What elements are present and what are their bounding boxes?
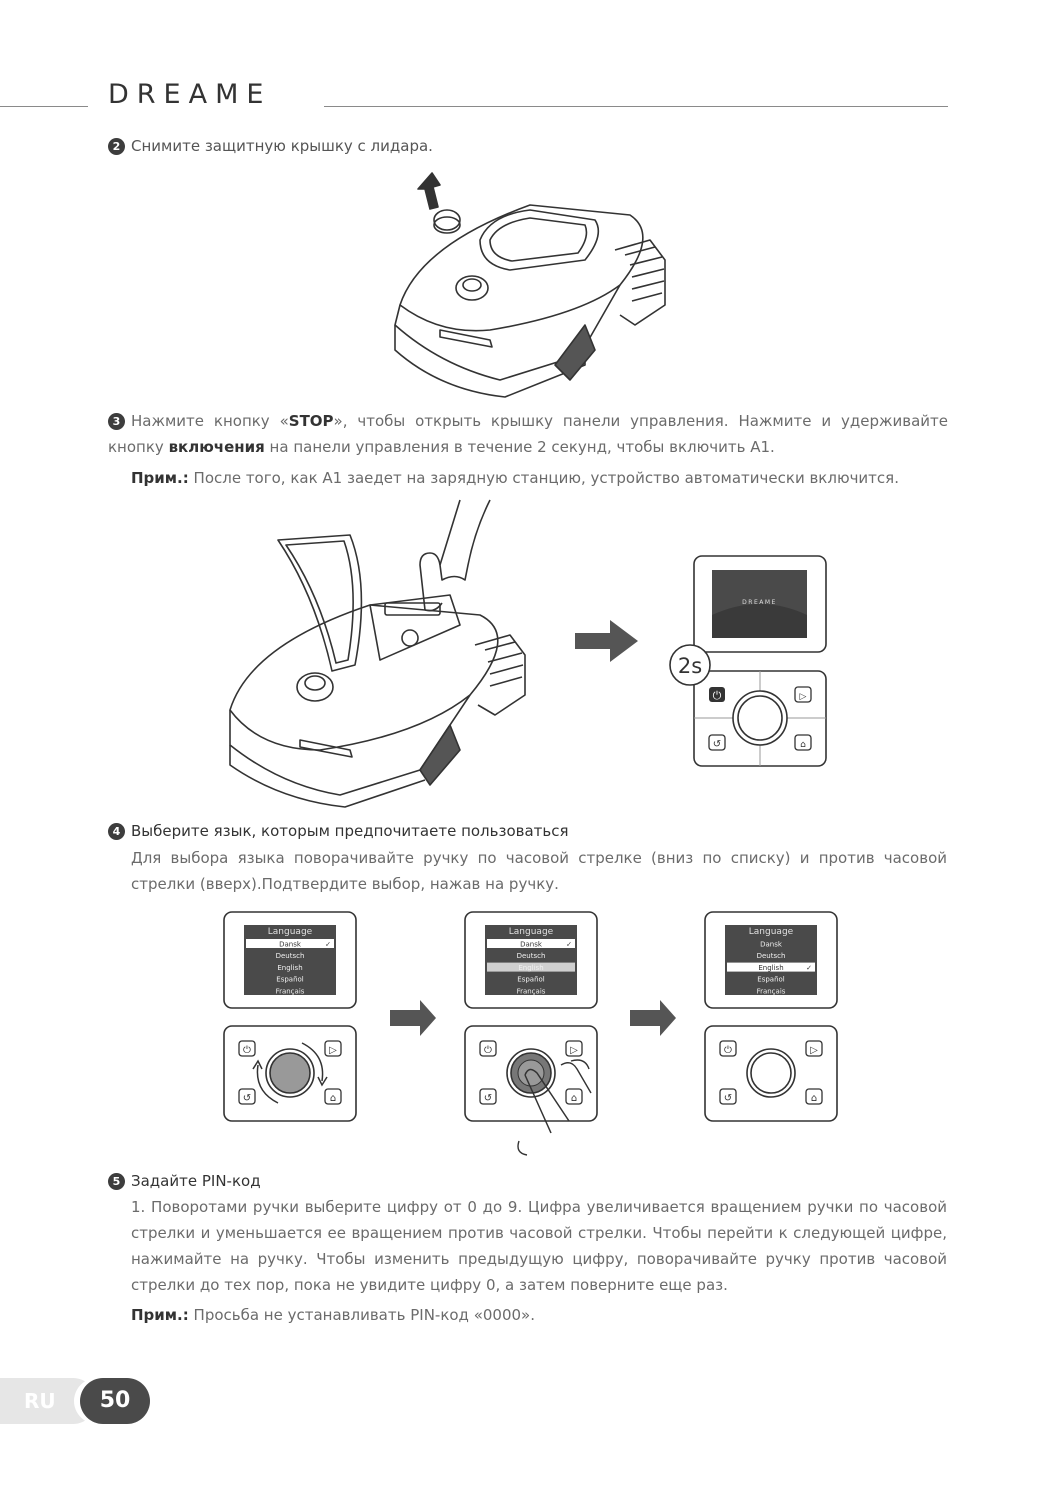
- svg-text:⌂: ⌂: [571, 1093, 577, 1104]
- step-2: 2 Снимите защитную крышку с лидара.: [108, 137, 433, 155]
- arrow-right-icon: [390, 1000, 436, 1036]
- svg-text:⏻: ⏻: [484, 1045, 492, 1056]
- step-4-heading: 4 Выберите язык, которым предпочитаете по…: [108, 822, 569, 840]
- check-icon: ✓: [806, 964, 812, 972]
- svg-text:⌂: ⌂: [800, 740, 806, 750]
- header-rule-right: [324, 106, 948, 107]
- svg-text:⏻: ⏻: [724, 1045, 732, 1056]
- note-text: Просьба не устанавливать PIN-код «0000».: [188, 1306, 535, 1324]
- step-4-title: Выберите язык, которым предпочитаете пол…: [131, 822, 569, 840]
- note-label: Прим.:: [131, 1306, 189, 1324]
- step-number: 4: [108, 823, 125, 840]
- svg-text:▷: ▷: [800, 692, 807, 702]
- step-number: 5: [108, 1173, 125, 1190]
- header-rule-left: [0, 106, 88, 107]
- svg-text:↺: ↺: [484, 1093, 492, 1104]
- svg-text:↺: ↺: [243, 1093, 251, 1104]
- svg-text:↺: ↺: [724, 1093, 732, 1104]
- step-3-note: Прим.: После того, как A1 заедет на заря…: [131, 465, 947, 491]
- power-button: [709, 687, 725, 702]
- step-5-note: Прим.: Просьба не устанавливать PIN-код …: [131, 1302, 947, 1328]
- step-3-text-a: Нажмите кнопку «: [131, 412, 289, 430]
- language-title: Language: [509, 927, 554, 937]
- svg-text:▷: ▷: [329, 1045, 337, 1056]
- svg-text:▷: ▷: [810, 1045, 818, 1056]
- robot-lidar-cover-illustration: [394, 172, 666, 398]
- svg-text:▷: ▷: [570, 1045, 578, 1056]
- note-text: После того, как A1 заедет на зарядную ст…: [188, 469, 899, 487]
- step-5-text: 1. Поворотами ручки выберите цифру от 0 …: [131, 1198, 947, 1294]
- screen-logo: DREAME: [742, 599, 777, 606]
- language-item: Deutsch: [517, 952, 546, 960]
- language-item: Dansk: [279, 940, 302, 948]
- stop-key: STOP: [288, 412, 334, 430]
- step-3-text-b: », чтобы открыть крышку панели управлени…: [108, 412, 948, 456]
- language-item: Dansk: [760, 940, 783, 948]
- step-number: 3: [108, 413, 125, 430]
- language-title: Language: [268, 927, 313, 937]
- step-2-title: Снимите защитную крышку с лидара.: [131, 137, 433, 155]
- arrow-right-icon: [575, 620, 638, 662]
- step-5-title: Задайте PIN-код: [131, 1172, 261, 1190]
- step-3: 3 Нажмите кнопку «STOP», чтобы открыть кр…: [108, 408, 948, 460]
- language-item: English: [277, 964, 302, 972]
- brand-logo: DREAME: [108, 79, 272, 110]
- svg-text:⌂: ⌂: [330, 1093, 336, 1104]
- hold-duration-label: 2s: [678, 654, 702, 678]
- note-label: Прим.:: [131, 469, 189, 487]
- language-tab: RU: [0, 1378, 96, 1424]
- language-item: Español: [757, 976, 785, 984]
- language-item: Français: [757, 988, 786, 996]
- step-number: 2: [108, 138, 125, 155]
- check-icon: ✓: [566, 940, 572, 948]
- language-item: Español: [517, 976, 545, 984]
- language-title: Language: [749, 927, 794, 937]
- arrow-right-icon: [630, 1000, 676, 1036]
- language-item: Français: [276, 988, 305, 996]
- svg-text:↺: ↺: [713, 739, 721, 750]
- check-icon: ✓: [325, 940, 331, 948]
- power-key: включения: [168, 438, 265, 456]
- language-item: Deutsch: [276, 952, 305, 960]
- language-item: Español: [276, 976, 304, 984]
- language-item: English: [758, 964, 783, 972]
- step-5-heading: 5 Задайте PIN-код: [108, 1172, 261, 1190]
- language-item: Deutsch: [757, 952, 786, 960]
- svg-text:⏻: ⏻: [243, 1045, 251, 1056]
- language-item: Dansk: [520, 940, 543, 948]
- language-item: Français: [517, 988, 546, 996]
- svg-text:⏻: ⏻: [713, 689, 722, 702]
- svg-text:⌂: ⌂: [811, 1093, 817, 1104]
- page-number: 50: [80, 1378, 150, 1424]
- language-item: English: [518, 964, 543, 972]
- robot-power-on-illustration: DREAME ⏻ ▷ ↺ ⌂ 2s: [229, 499, 827, 808]
- step-3-text-c: на панели управления в течение 2 секунд,…: [264, 438, 775, 456]
- step-4-text: Для выбора языка поворачивайте ручку по …: [131, 849, 947, 893]
